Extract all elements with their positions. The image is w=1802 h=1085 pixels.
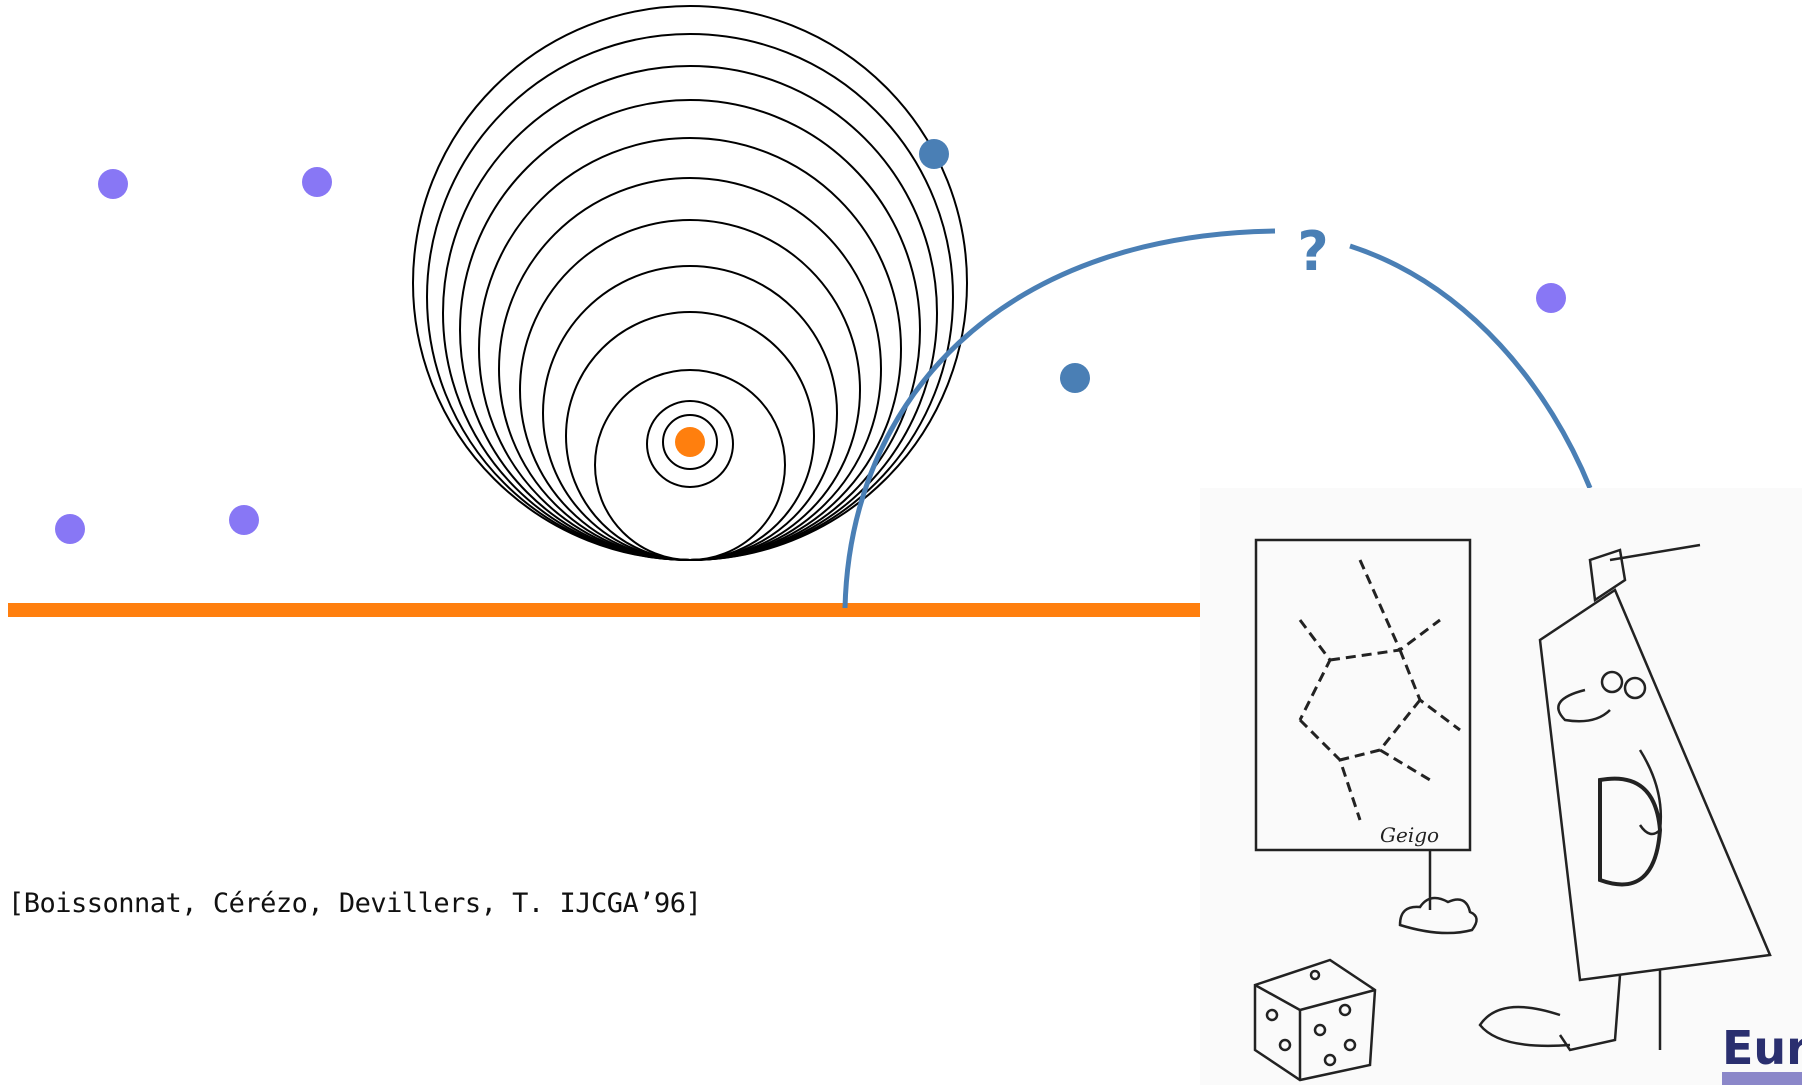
nested-circle bbox=[426, 33, 954, 561]
nested-circle bbox=[478, 137, 902, 561]
logo-bar bbox=[1722, 1072, 1802, 1085]
blue-point bbox=[919, 139, 949, 169]
nested-circle bbox=[646, 400, 734, 488]
purple-point bbox=[302, 167, 332, 197]
citation-text: [Boissonnat, Cérézo, Devillers, T. IJCGA… bbox=[8, 888, 702, 919]
nested-circle bbox=[662, 414, 718, 470]
illustration-signature: Geigo bbox=[1380, 823, 1439, 847]
arc-left-segment bbox=[842, 228, 1276, 609]
purple-point bbox=[1536, 283, 1566, 313]
cartoon-background bbox=[1200, 488, 1802, 1085]
delaunay-triangle-character bbox=[1478, 543, 1772, 1052]
orange-center-point bbox=[675, 427, 705, 457]
logo-text: Eur bbox=[1722, 1021, 1802, 1075]
voronoi-poster-diagram bbox=[1298, 559, 1461, 821]
nested-circle bbox=[542, 265, 838, 561]
nested-circle bbox=[519, 219, 861, 561]
dice-icon bbox=[1253, 958, 1377, 1082]
blue-point bbox=[1060, 363, 1090, 393]
nested-circle bbox=[459, 99, 921, 561]
purple-point bbox=[98, 169, 128, 199]
cloud-doodle bbox=[1398, 896, 1478, 935]
poster-frame bbox=[1254, 538, 1472, 852]
blue-points bbox=[919, 139, 1090, 393]
nested-circles bbox=[412, 5, 968, 561]
eurotext-logo: Eur bbox=[1722, 1021, 1802, 1085]
voronoi-cartoon-illustration: Geigo bbox=[1200, 488, 1802, 1085]
purple-points bbox=[55, 167, 1566, 544]
query-arc bbox=[842, 228, 1593, 609]
purple-point bbox=[55, 514, 85, 544]
nested-circle bbox=[412, 5, 968, 561]
arc-right-segment bbox=[1349, 243, 1593, 489]
purple-point bbox=[229, 505, 259, 535]
question-mark: ? bbox=[1297, 220, 1328, 283]
nested-circle bbox=[594, 369, 786, 561]
